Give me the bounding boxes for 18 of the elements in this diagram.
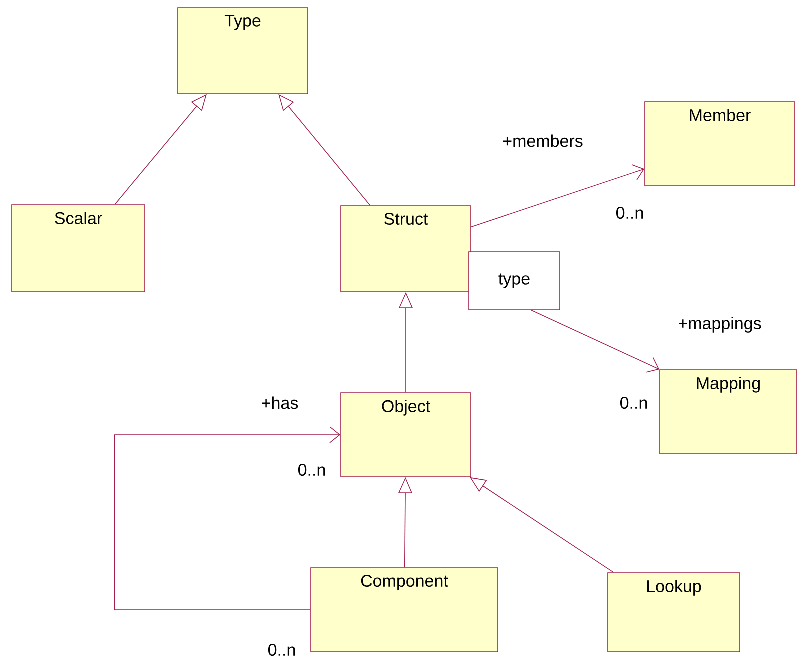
association-arrow: [471, 164, 645, 228]
multiplicity-label: 0..n: [268, 644, 296, 656]
role-label: +mappings: [679, 317, 762, 333]
association-arrow: [531, 310, 660, 373]
class-box: Struct: [340, 206, 472, 292]
class-box: Lookup: [608, 572, 740, 652]
class-box: Object: [340, 392, 472, 478]
qualifier-box: type: [468, 252, 560, 310]
class-box: Type: [178, 8, 308, 94]
class-box: Member: [644, 102, 796, 186]
class-box: Mapping: [660, 370, 798, 454]
role-label: +has: [262, 396, 298, 410]
role-label: +members: [503, 134, 583, 148]
association-arrow: [114, 426, 341, 610]
class-box: Component: [310, 568, 498, 652]
class-box: Scalar: [12, 204, 146, 292]
multiplicity-label: 0..n: [298, 464, 326, 476]
multiplicity-label: 0..n: [616, 206, 644, 220]
